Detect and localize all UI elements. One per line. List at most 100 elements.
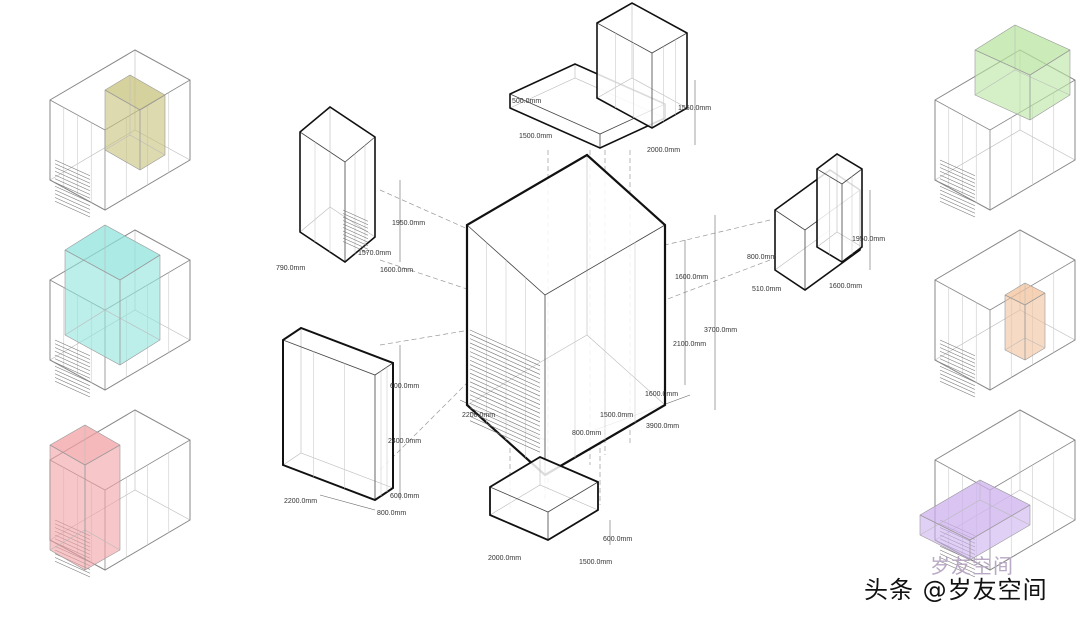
dim-label: 500.0mm	[512, 98, 541, 105]
dim-label: 1570.0mm	[358, 250, 391, 257]
louver-line	[54, 174, 91, 192]
louver-line	[939, 350, 976, 368]
louver-line	[469, 334, 541, 367]
outline	[1004, 282, 1046, 361]
louver-line	[342, 237, 369, 250]
louver-line	[54, 373, 91, 390]
louver-line	[939, 339, 976, 357]
louver-line	[54, 178, 91, 195]
dim-label: 1500.0mm	[600, 412, 633, 419]
louver-line	[342, 241, 369, 254]
dim-label: 2200.0mm	[284, 498, 317, 505]
louver-line	[54, 358, 91, 375]
louver-line	[939, 369, 976, 387]
outline	[934, 409, 1076, 571]
louver-line	[54, 365, 91, 383]
volume-fill	[920, 480, 1030, 560]
louver-line	[469, 403, 541, 436]
kitchen-upper	[816, 153, 863, 263]
outline	[49, 424, 121, 571]
dim-label: 790.0mm	[276, 265, 305, 272]
louver-line	[54, 163, 91, 180]
dim-label: 1550.0mm	[678, 105, 711, 112]
highlighted-volume	[64, 224, 161, 366]
projection-line	[664, 259, 771, 301]
modules	[49, 2, 1076, 578]
outline	[49, 229, 191, 391]
louver-line	[54, 343, 91, 360]
left-upper-unit	[299, 106, 376, 263]
louver-line	[469, 368, 541, 401]
main-unit	[465, 153, 667, 477]
louver-line	[54, 377, 91, 394]
louver-line	[939, 549, 976, 567]
louver-line	[342, 220, 369, 233]
louver-line	[54, 193, 91, 210]
dim-label: 3700.0mm	[704, 327, 737, 334]
projection-line	[379, 189, 471, 231]
louver-line	[54, 362, 91, 379]
louver-line	[54, 339, 91, 357]
dim-label: 1950.0mm	[852, 236, 885, 243]
highlighted-volume	[1004, 282, 1046, 361]
dim-label: 1600.0mm	[829, 283, 862, 290]
dim-label: 510.0mm	[752, 286, 781, 293]
volume-fill	[975, 25, 1070, 120]
louver-line	[469, 416, 541, 449]
dim-label: 3900.0mm	[646, 423, 679, 430]
dim-label: 1500.0mm	[519, 133, 552, 140]
louver-panel	[54, 339, 91, 398]
dimension-line	[319, 494, 376, 511]
dim-label: 1600.0mm	[675, 274, 708, 281]
dim-label: 2400.0mm	[388, 438, 421, 445]
louver-line	[342, 223, 369, 236]
volume-top	[65, 225, 160, 280]
dim-label: 1500.0mm	[579, 559, 612, 566]
louver-line	[939, 189, 976, 207]
louver-line	[54, 560, 91, 578]
dim-label: 600.0mm	[390, 383, 419, 390]
louver-line	[469, 351, 541, 384]
louver-line	[54, 557, 91, 574]
louver-line	[939, 377, 976, 394]
outline	[934, 49, 1076, 211]
louver-line	[54, 369, 91, 387]
projection-line	[379, 259, 471, 291]
louver-line	[54, 185, 91, 203]
projection-line	[664, 219, 771, 246]
louver-line	[469, 329, 541, 362]
outline	[919, 479, 1031, 561]
louver-line	[342, 213, 369, 226]
louver-line	[939, 159, 976, 177]
louver-line	[939, 185, 976, 203]
box-face	[597, 3, 687, 128]
outline	[934, 229, 1076, 391]
dim-label: 2200.0mm	[462, 412, 495, 419]
outline	[104, 74, 166, 171]
projection-line	[379, 379, 471, 471]
louver-line	[939, 182, 976, 199]
dim-label: 600.0mm	[603, 536, 632, 543]
dim-label: 1950.0mm	[392, 220, 425, 227]
dim-label: 2100.0mm	[673, 341, 706, 348]
projection-line	[379, 329, 471, 346]
louver-line	[939, 354, 976, 372]
louver-line	[469, 411, 541, 444]
louver-line	[54, 170, 91, 188]
louver-line	[54, 182, 91, 199]
louver-line	[54, 380, 91, 398]
louver-line	[342, 216, 369, 229]
louver-line	[939, 174, 976, 192]
louver-line	[939, 560, 976, 578]
louver-line	[54, 189, 91, 207]
louver-line	[939, 178, 976, 195]
highlighted-volume	[104, 74, 166, 171]
louver-line	[939, 358, 976, 375]
dim-label: 800.0mm	[747, 254, 776, 261]
outline	[49, 49, 191, 211]
louver-line	[469, 377, 541, 410]
dim-label: 1600.0mm	[645, 391, 678, 398]
wardrobe-unit	[282, 326, 394, 502]
bed-base-unit	[489, 455, 599, 542]
dim-label: 2000.0mm	[647, 147, 680, 154]
